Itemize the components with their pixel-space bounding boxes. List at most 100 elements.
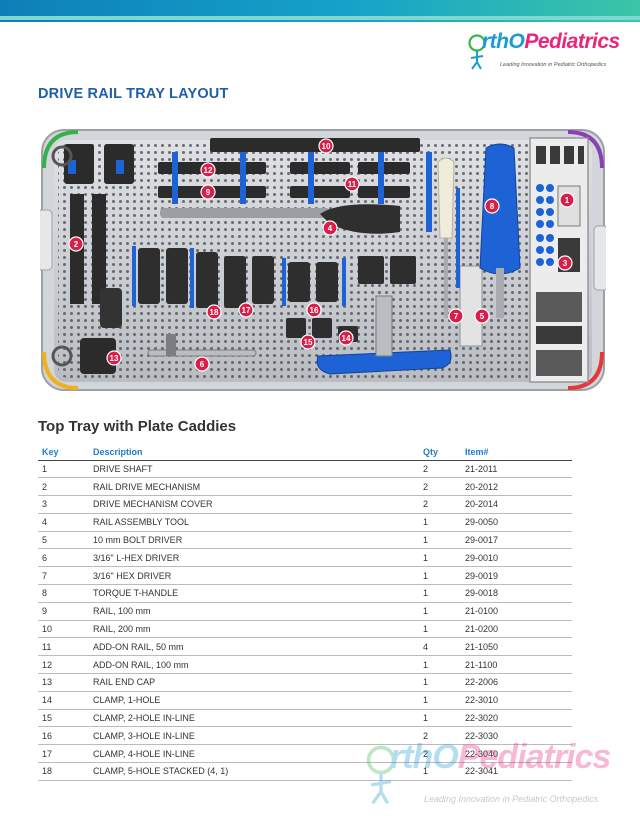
cell-key: 15: [38, 709, 93, 728]
caddy-blue-pegs: [536, 184, 554, 266]
bolt-driver: [459, 265, 483, 347]
cell-key: 17: [38, 744, 93, 764]
torque-handle-shaft: [496, 268, 504, 318]
hex-driver-shaft: [444, 238, 448, 318]
callout-17: 17: [238, 302, 254, 318]
header-key: Key: [38, 444, 93, 461]
cell-description: ADD-ON RAIL, 50 mm: [93, 637, 423, 657]
assembly-tool-head: [320, 204, 400, 234]
corner-green: [42, 130, 79, 169]
cell-description: RAIL, 100 mm: [93, 602, 423, 621]
cell-qty: 1: [423, 709, 465, 728]
corner-purple: [567, 130, 604, 169]
cell-description: RAIL, 200 mm: [93, 620, 423, 639]
cell-qty: 1: [423, 548, 465, 568]
cell-key: 11: [38, 637, 93, 657]
cell-key: 13: [38, 673, 93, 692]
cell-description: RAIL DRIVE MECHANISM: [93, 477, 423, 497]
svg-text:18: 18: [210, 308, 219, 317]
cell-description: 3/16" HEX DRIVER: [93, 566, 423, 586]
cell-qty: 2: [423, 744, 465, 764]
cell-description: DRIVE SHAFT: [93, 460, 423, 479]
callout-4: 4: [322, 220, 338, 236]
cell-item: 29-0019: [465, 566, 572, 586]
rail-end-cap: [80, 338, 116, 374]
cell-qty: 2: [423, 460, 465, 479]
cell-qty: 1: [423, 673, 465, 692]
assembly-tool-shaft: [160, 208, 330, 218]
rail-holders: [172, 152, 432, 232]
l-hex-driver: [147, 349, 257, 357]
svg-text:14: 14: [342, 334, 351, 343]
t-handle-stem: [375, 295, 393, 357]
svg-text:16: 16: [310, 306, 319, 315]
svg-text:6: 6: [200, 360, 205, 369]
cell-item: 22-3030: [465, 726, 572, 746]
cell-qty: 1: [423, 691, 465, 710]
callout-7: 7: [448, 308, 464, 324]
cell-item: 22-2006: [465, 673, 572, 692]
svg-text:11: 11: [348, 180, 357, 189]
torque-handle-grip: [479, 143, 521, 275]
callout-11: 11: [344, 176, 360, 192]
header-description: Description: [93, 444, 423, 461]
callout-16: 16: [306, 302, 322, 318]
clamp-holders: [132, 246, 346, 308]
cell-item: 22-3041: [465, 762, 572, 781]
corner-yellow: [42, 351, 79, 390]
drive-mechanism-knob: [100, 288, 122, 328]
logo-figure-icon: [468, 34, 486, 70]
cell-description: CLAMP, 2-HOLE IN-LINE: [93, 709, 423, 728]
cell-qty: 1: [423, 531, 465, 550]
brand-logo: rthOPediatrics Leading Innovation in Ped…: [462, 30, 620, 76]
cell-description: CLAMP, 4-HOLE IN-LINE: [93, 744, 423, 764]
cell-description: TORQUE T-HANDLE: [93, 584, 423, 603]
watermark-wordmark: rthOPediatrics: [390, 738, 611, 776]
cell-qty: 4: [423, 637, 465, 657]
cell-item: 20-2012: [465, 477, 572, 497]
svg-text:1: 1: [565, 196, 570, 205]
cell-item: 21-0100: [465, 602, 572, 621]
clamps: [138, 248, 416, 342]
cell-item: 21-1050: [465, 637, 572, 657]
driver-handle-white: [437, 157, 455, 239]
cell-description: DRIVE MECHANISM COVER: [93, 495, 423, 514]
svg-text:12: 12: [204, 166, 213, 175]
logo-tagline: Leading Innovation in Pediatric Orthoped…: [500, 62, 607, 68]
svg-text:17: 17: [242, 306, 251, 315]
cell-key: 14: [38, 691, 93, 710]
cell-item: 22-3010: [465, 691, 572, 710]
watermark-tagline: Leading Innovation in Pediatric Orthoped…: [424, 794, 599, 804]
corner-red: [567, 351, 604, 390]
cell-qty: 1: [423, 602, 465, 621]
callout-5: 5: [474, 308, 490, 324]
callout-9: 9: [200, 184, 216, 200]
callout-8: 8: [484, 198, 500, 214]
svg-text:7: 7: [454, 312, 459, 321]
header-stripe: [0, 16, 640, 20]
tray-post-top: [51, 145, 73, 167]
cell-key: 8: [38, 584, 93, 603]
logo-wordmark: rthOPediatrics: [482, 30, 620, 53]
cell-item: 22-3020: [465, 709, 572, 728]
cell-description: 10 mm BOLT DRIVER: [93, 531, 423, 550]
cell-key: 7: [38, 566, 93, 586]
cell-qty: 1: [423, 566, 465, 586]
svg-text:10: 10: [322, 142, 331, 151]
cell-key: 2: [38, 477, 93, 497]
callout-3: 3: [557, 255, 573, 271]
cell-qty: 2: [423, 477, 465, 497]
cell-item: 22-3040: [465, 744, 572, 764]
cell-item: 29-0018: [465, 584, 572, 603]
tray-post: [51, 345, 73, 367]
cell-item: 20-2014: [465, 495, 572, 514]
